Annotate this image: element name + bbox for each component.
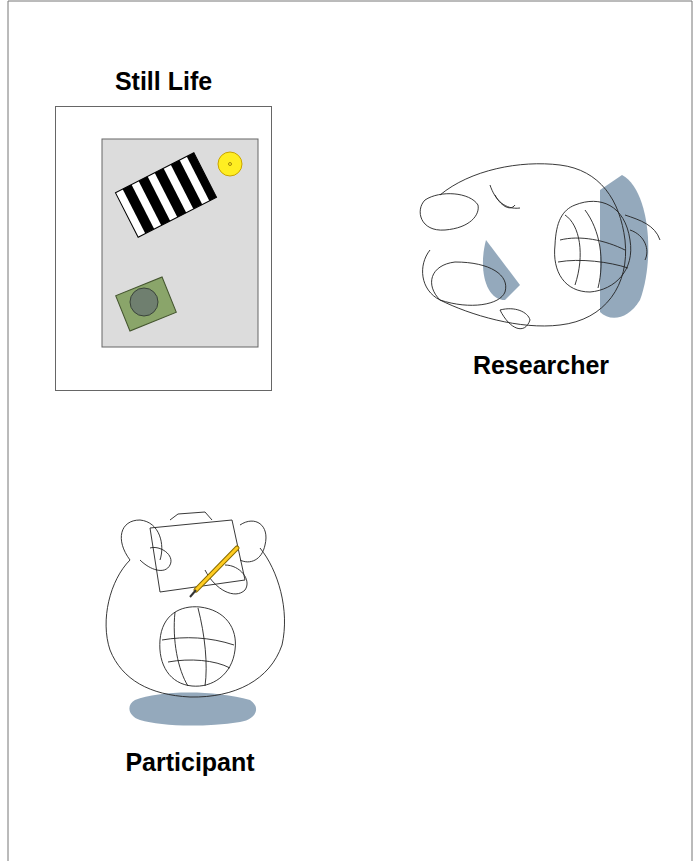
box-heading: Still Life (16, 67, 311, 96)
person-label: Participant (125, 748, 254, 777)
researcher-figure (420, 164, 660, 329)
still-life-box: Still Life (55, 106, 272, 391)
page-border (8, 1, 692, 861)
person-label: Researcher (473, 351, 609, 380)
still-life-table (102, 139, 258, 347)
participant-figure (106, 512, 284, 726)
